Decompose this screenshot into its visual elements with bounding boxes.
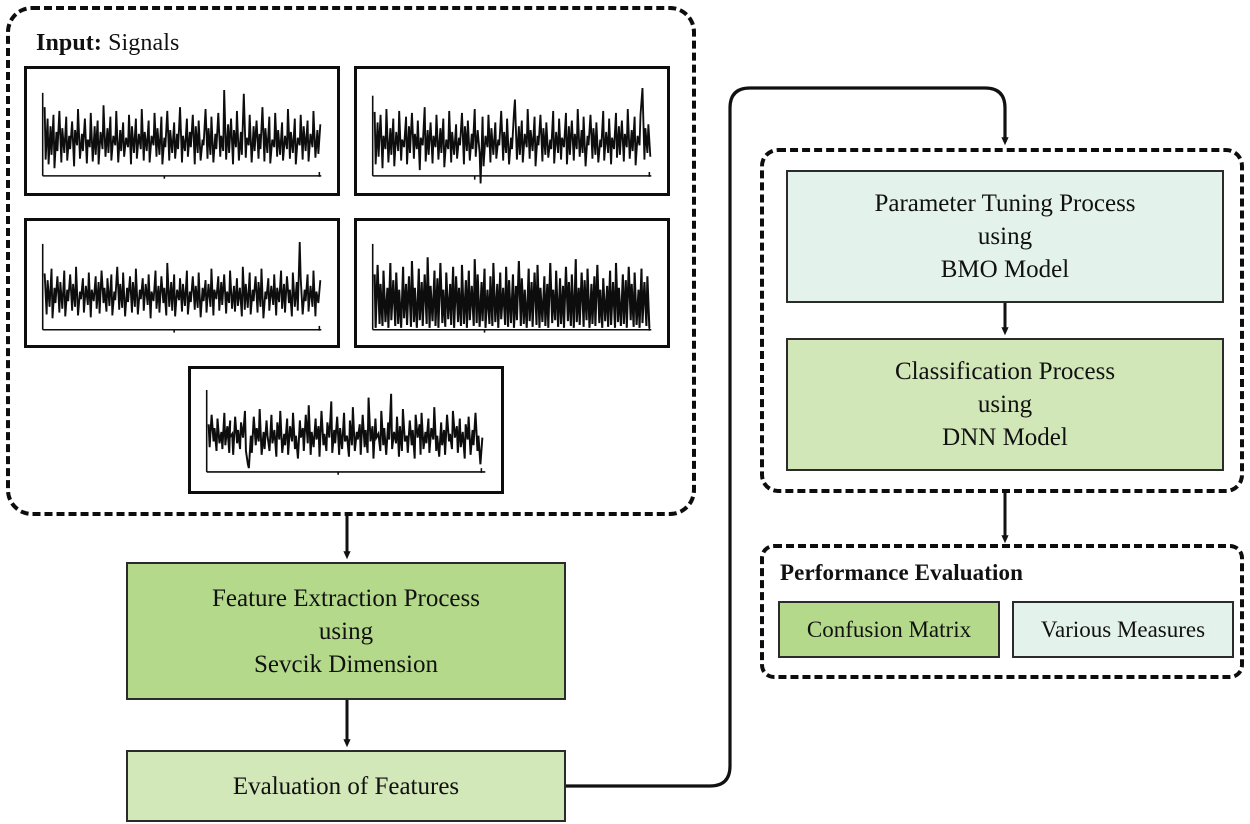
feature-box-line2: using [318, 617, 374, 645]
performance-evaluation-title: Performance Evaluation [780, 560, 1024, 585]
tuning-box-line3: BMO Model [940, 256, 1070, 283]
feature-box-line3: Sevcik Dimension [253, 650, 438, 678]
tuning-box-line1: Parameter Tuning Process [874, 190, 1136, 217]
signal-plot-2 [354, 66, 670, 196]
classification-box[interactable]: Classification Process using DNN Model [786, 338, 1224, 471]
evaluation-of-features-box[interactable]: Evaluation of Features [126, 750, 566, 822]
signal-plot-5 [188, 366, 504, 494]
confusion-matrix-box[interactable]: Confusion Matrix [778, 601, 1000, 658]
parameter-tuning-box[interactable]: Parameter Tuning Process using BMO Model [786, 170, 1224, 303]
various-measures-box[interactable]: Various Measures [1012, 601, 1234, 658]
signal-plot-4 [354, 218, 670, 348]
tuning-box-line2: using [977, 223, 1033, 250]
evaluation-box-label: Evaluation of Features [232, 772, 460, 800]
input-label-rest: Signals [101, 30, 180, 56]
classify-box-line1: Classification Process [894, 358, 1116, 385]
signal-plot-3 [24, 218, 340, 348]
classify-box-line3: DNN Model [942, 424, 1068, 451]
feature-box-line1: Feature Extraction Process [212, 584, 480, 612]
classify-box-line2: using [977, 391, 1033, 418]
input-label-bold: Input: [36, 30, 102, 56]
feature-extraction-box[interactable]: Feature Extraction Process using Sevcik … [126, 562, 566, 700]
various-measures-label: Various Measures [1040, 616, 1206, 642]
signal-plot-1 [24, 66, 340, 196]
input-signals-title: Input: Signals [36, 30, 179, 57]
confusion-matrix-label: Confusion Matrix [806, 616, 972, 642]
